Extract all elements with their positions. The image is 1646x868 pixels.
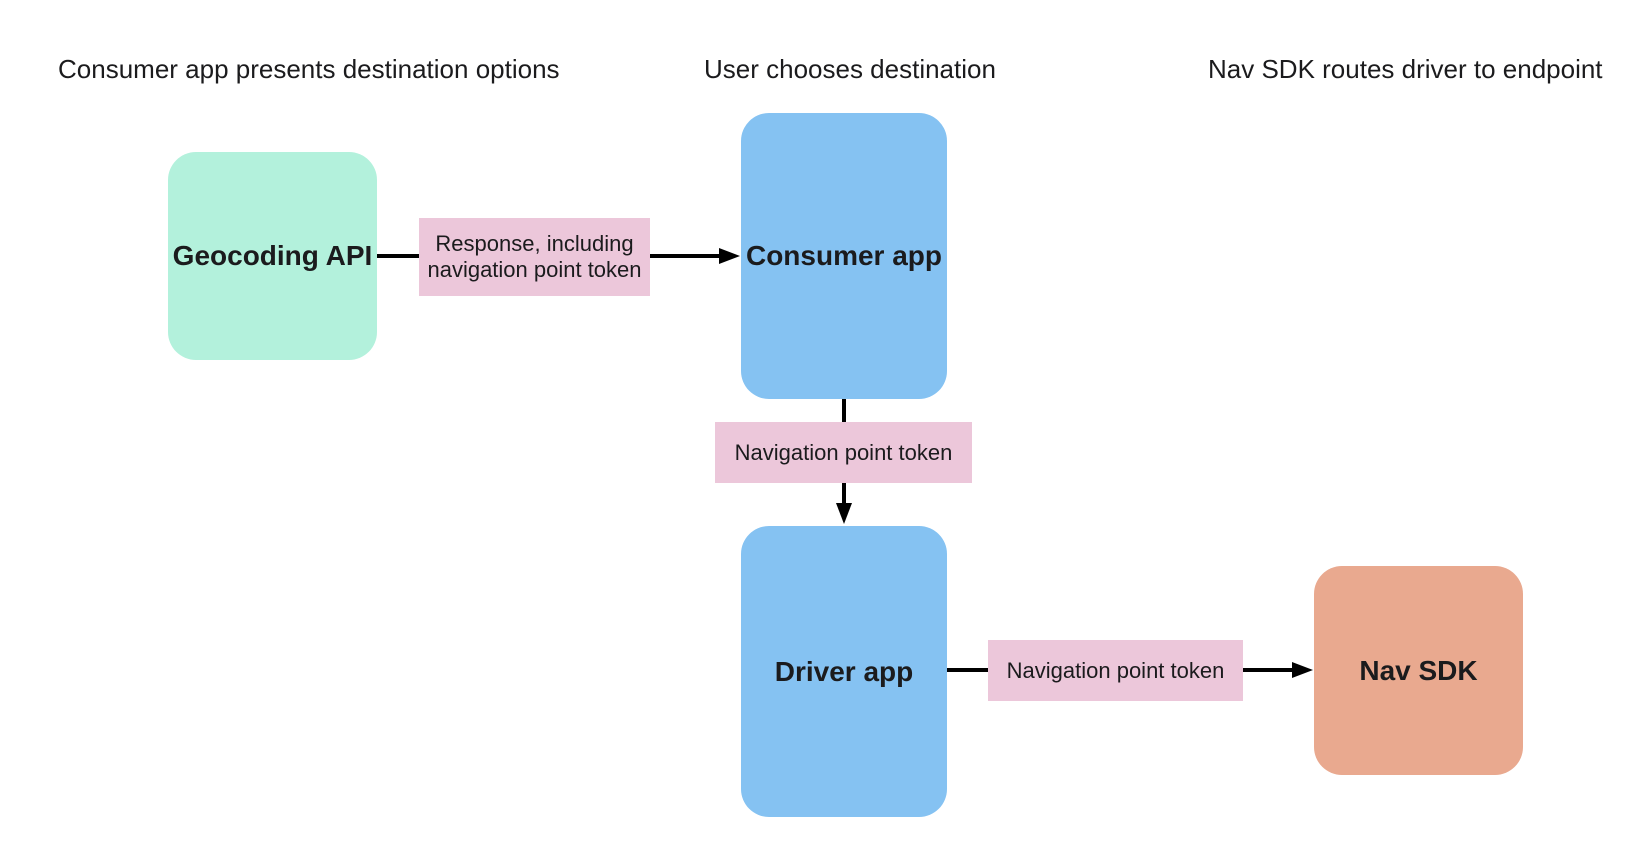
arrowhead-right-icon — [1292, 662, 1313, 678]
edge-label-navigation-point-token-driver-navsdk: Navigation point token — [988, 640, 1243, 701]
column-header-navsdk-routes: Nav SDK routes driver to endpoint — [1208, 54, 1603, 84]
arrowhead-down-icon — [836, 503, 852, 524]
column-header-user-chooses: User chooses destination — [704, 54, 996, 84]
node-geocoding-api: Geocoding API — [168, 152, 377, 360]
node-consumer-app-label: Consumer app — [745, 240, 943, 271]
node-geocoding-api-label: Geocoding API — [172, 240, 373, 271]
edge-label-navigation-point-token-consumer-driver: Navigation point token — [715, 422, 972, 483]
node-nav-sdk-label: Nav SDK — [1359, 654, 1478, 686]
edge-label-response-including-token: Response, including navigation point tok… — [419, 218, 650, 296]
node-driver-app: Driver app — [741, 526, 947, 817]
node-nav-sdk: Nav SDK — [1314, 566, 1523, 775]
node-consumer-app: Consumer app — [741, 113, 947, 399]
node-driver-app-label: Driver app — [774, 655, 914, 687]
column-header-consumer-presents: Consumer app presents destination option… — [58, 54, 560, 84]
arrowhead-right-icon — [719, 248, 740, 264]
